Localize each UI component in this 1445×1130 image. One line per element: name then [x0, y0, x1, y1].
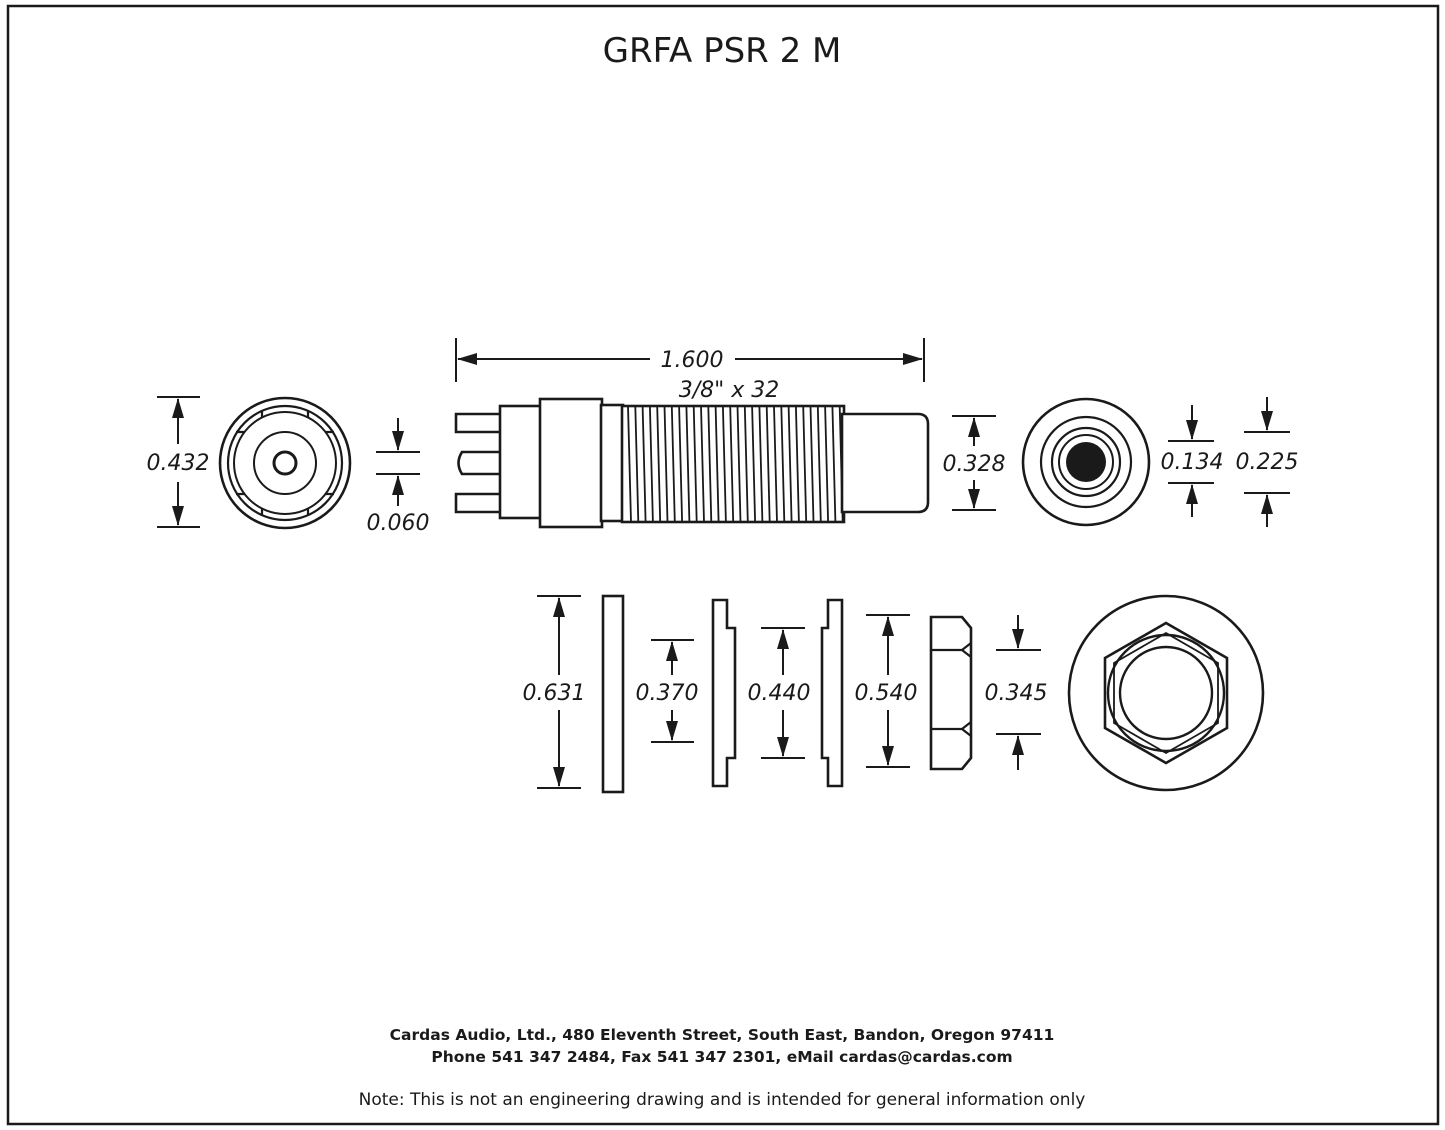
front-view	[1021, 397, 1151, 527]
stepped-washer-2	[820, 598, 844, 788]
dim-thread: 3/8" x 32	[679, 378, 780, 403]
dim-overall-length: 1.600	[661, 348, 724, 373]
dim-washer-b: 0.440	[748, 681, 811, 706]
dim-front-diameter: 0.328	[943, 452, 1006, 477]
footer-contact: Phone 541 347 2484, Fax 541 347 2301, eM…	[431, 1048, 1012, 1066]
nut-dimension: 0.345	[985, 615, 1048, 770]
front-diameter-dimension: 0.328	[943, 415, 1006, 511]
dim-pin: 0.060	[367, 511, 430, 536]
disclaimer-note: Note: This is not an engineering drawing…	[359, 1090, 1086, 1110]
overall-length-dimension: 1.600 3/8" x 32	[455, 338, 925, 403]
bore-large-dimension: 0.225	[1236, 397, 1299, 527]
pin-dimension: 0.060	[367, 418, 430, 536]
rear-view	[218, 396, 352, 530]
washer-b-dimension: 0.440	[748, 627, 811, 759]
jack-side-view	[454, 397, 930, 529]
hex-nut-front	[1067, 594, 1265, 792]
dim-bore-large: 0.225	[1236, 450, 1299, 475]
drawing-title: GRFA PSR 2 M	[603, 31, 842, 71]
dim-washer-a: 0.370	[636, 681, 699, 706]
dim-washer-c: 0.540	[855, 681, 918, 706]
dim-washer-outer: 0.631	[523, 681, 586, 706]
footer-address: Cardas Audio, Ltd., 480 Eleventh Street,…	[390, 1026, 1055, 1044]
hex-nut-side	[929, 615, 973, 771]
dim-nut: 0.345	[985, 681, 1048, 706]
stepped-washer-1	[711, 598, 737, 788]
flat-washer	[601, 594, 625, 794]
dim-rear-diameter: 0.432	[147, 451, 210, 476]
bore-small-dimension: 0.134	[1161, 405, 1224, 517]
sheet-border	[6, 4, 1440, 1126]
washer-c-dimension: 0.540	[855, 614, 918, 768]
dim-bore-small: 0.134	[1161, 450, 1224, 475]
washer-outer-dimension: 0.631	[523, 595, 586, 789]
washer-a-dimension: 0.370	[636, 639, 699, 743]
rear-diameter-dimension: 0.432	[147, 396, 210, 528]
